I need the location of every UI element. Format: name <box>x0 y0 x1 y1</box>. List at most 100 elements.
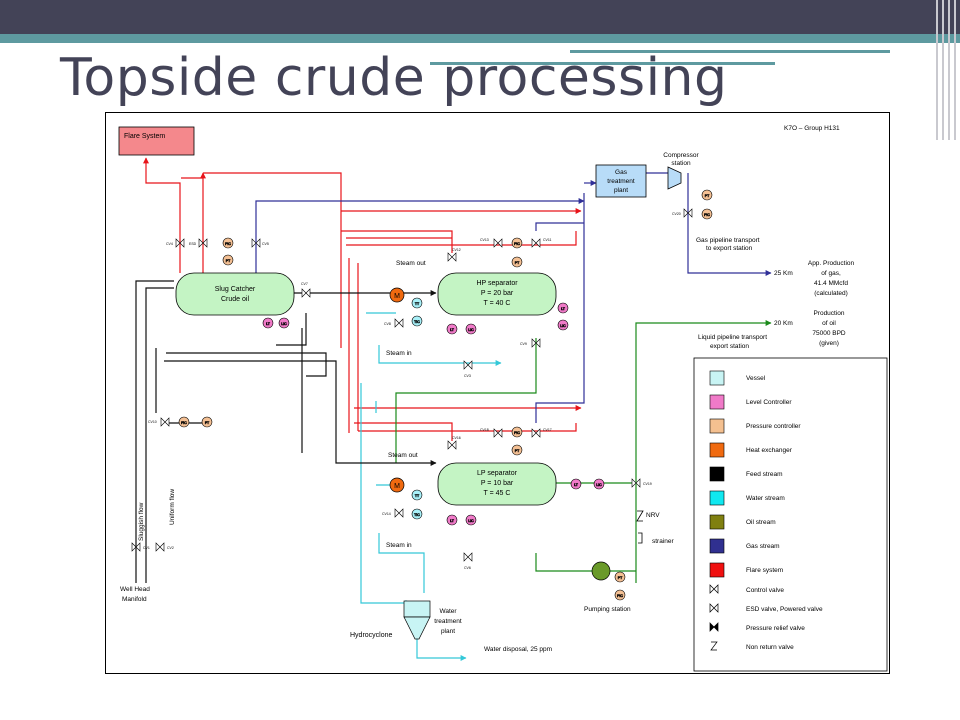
legend-label: Level Controller <box>746 399 792 406</box>
legend-swatch <box>709 538 725 554</box>
lp-heater: M <box>389 477 405 493</box>
legend-swatch <box>709 466 725 482</box>
gas-treatment-label-3: plant <box>614 187 628 194</box>
svg-text:CV5: CV5 <box>262 242 269 246</box>
valve-cv8: CV8 <box>384 318 404 328</box>
water-treatment-1: Water <box>439 608 457 615</box>
accent-line <box>430 62 775 65</box>
uniform-flow-label: Uniform flow <box>169 489 176 525</box>
tag-pt: PT <box>226 259 231 263</box>
tag-tic: TIC <box>414 320 420 324</box>
gas-production-3: 41.4 MMcfd <box>814 280 848 287</box>
svg-text:CV12: CV12 <box>452 248 461 252</box>
tag-lic: LIC <box>281 322 287 326</box>
hp-heater-label: M <box>394 293 400 300</box>
lp-steam-in: Steam in <box>386 542 412 549</box>
instruments: PIC PT LT LIC PIC PT LT LIC LT LIC TT TI… <box>178 189 713 601</box>
svg-text:CV16: CV16 <box>452 436 461 440</box>
gas-treatment-label-1: Gas <box>615 169 628 176</box>
pid-diagram: Flare System Slug Catcher Crude oil HP s… <box>105 112 890 674</box>
oil-production-1: Production <box>813 310 844 317</box>
slug-catcher-label-2: Crude oil <box>221 296 249 303</box>
svg-text:CV19: CV19 <box>643 482 652 486</box>
gas-treatment-plant: Gas treatment plant <box>595 164 647 198</box>
flare-lines <box>143 157 582 441</box>
valve-cv11: CV11 <box>531 238 552 248</box>
slide-title: Topside crude processing <box>60 48 728 108</box>
gas-treatment-label-2: treatment <box>607 178 635 185</box>
gas-pipeline-label-1: Gas pipeline transport <box>696 237 760 244</box>
lp-separator-vessel: LP separator P = 10 bar T = 45 C <box>437 462 557 506</box>
legend-symbol-icon <box>710 641 718 651</box>
accent-bar <box>0 34 960 43</box>
tag-pt: PT <box>705 194 710 198</box>
valve-cv4: CV4 <box>166 238 185 248</box>
diagram-id: K7O – Group H131 <box>784 125 840 132</box>
valve-cv9: CV9 <box>520 338 541 348</box>
liquid-distance: 20 Km <box>774 320 793 327</box>
valve-cv6: CV6 <box>463 552 473 570</box>
well-head-label-2: Manifold <box>122 596 147 603</box>
tag-lic: LIC <box>468 519 474 523</box>
valve-esd1: ESD <box>189 238 208 248</box>
legend-swatch <box>709 562 725 578</box>
gas-production-4: (calculated) <box>814 290 848 297</box>
valve-cv12: CV12 <box>447 248 461 262</box>
valve-cv20: CV20 <box>672 208 693 218</box>
accent-line <box>570 50 890 53</box>
water-lines <box>360 312 502 661</box>
sluggish-flow-label: Sluggish flow <box>138 502 145 541</box>
strainer-icon <box>638 532 643 544</box>
lp-separator-label-2: P = 10 bar <box>481 480 514 487</box>
tag-lt: LT <box>266 322 271 326</box>
tag-pic: PIC <box>617 594 623 598</box>
tag-tic: TIC <box>414 513 420 517</box>
tag-pt: PT <box>515 261 520 265</box>
valve-cv19: CV19 <box>631 478 652 488</box>
strainer-label: strainer <box>652 538 675 545</box>
hp-steam-in: Steam in <box>386 350 412 357</box>
compressor-label-1: Compressor <box>663 152 699 159</box>
gas-pipeline-label-2: to export station <box>706 245 753 252</box>
svg-text:CV14: CV14 <box>382 512 391 516</box>
water-treatment-2: treatment <box>434 618 462 625</box>
svg-text:ESD: ESD <box>189 242 197 246</box>
legend-symbol-label: ESD valve, Powered valve <box>746 606 823 613</box>
svg-text:CV10: CV10 <box>148 420 157 424</box>
valve-cv18: CV18 <box>480 428 503 438</box>
tag-tt: TT <box>415 302 420 306</box>
valve-cv17: CV17 <box>531 428 552 438</box>
hp-separator-vessel: HP separator P = 20 bar T = 40 C <box>437 272 557 316</box>
legend-symbol-icon <box>709 603 719 613</box>
lp-separator-label-1: LP separator <box>477 470 518 477</box>
legend-label: Water stream <box>746 495 785 502</box>
pumping-station: Pumping station <box>584 561 631 613</box>
svg-text:CV1: CV1 <box>143 546 150 550</box>
svg-text:CV20: CV20 <box>672 212 681 216</box>
gas-production-2: of gas, <box>821 270 841 277</box>
decorative-bars <box>930 0 960 140</box>
tag-ft: FT <box>205 421 210 425</box>
legend-label: Gas stream <box>746 543 780 550</box>
legend-symbol-icon <box>709 622 719 632</box>
gas-distance: 25 Km <box>774 270 793 277</box>
legend-swatch <box>709 370 725 386</box>
legend-swatch <box>709 394 725 410</box>
tag-pic: PIC <box>225 242 231 246</box>
svg-text:CV17: CV17 <box>543 428 552 432</box>
valve-cv14: CV14 <box>382 508 404 518</box>
hp-separator-label-3: T = 40 C <box>484 300 511 307</box>
nrv-icon <box>636 510 644 522</box>
svg-text:CV4: CV4 <box>166 242 173 246</box>
tag-pt: PT <box>618 576 623 580</box>
legend-symbol-label: Non return valve <box>746 644 794 651</box>
tag-lic: LIC <box>560 324 566 328</box>
hp-separator-label-2: P = 20 bar <box>481 290 514 297</box>
oil-production-2: of oil <box>822 320 836 327</box>
svg-text:CV11: CV11 <box>543 238 552 242</box>
lp-steam-out: Steam out <box>388 452 418 459</box>
legend-label: Flare system <box>746 567 783 574</box>
water-treatment-3: plant <box>441 628 455 635</box>
tag-fic: FIC <box>181 421 187 425</box>
tag-pt: PT <box>515 449 520 453</box>
